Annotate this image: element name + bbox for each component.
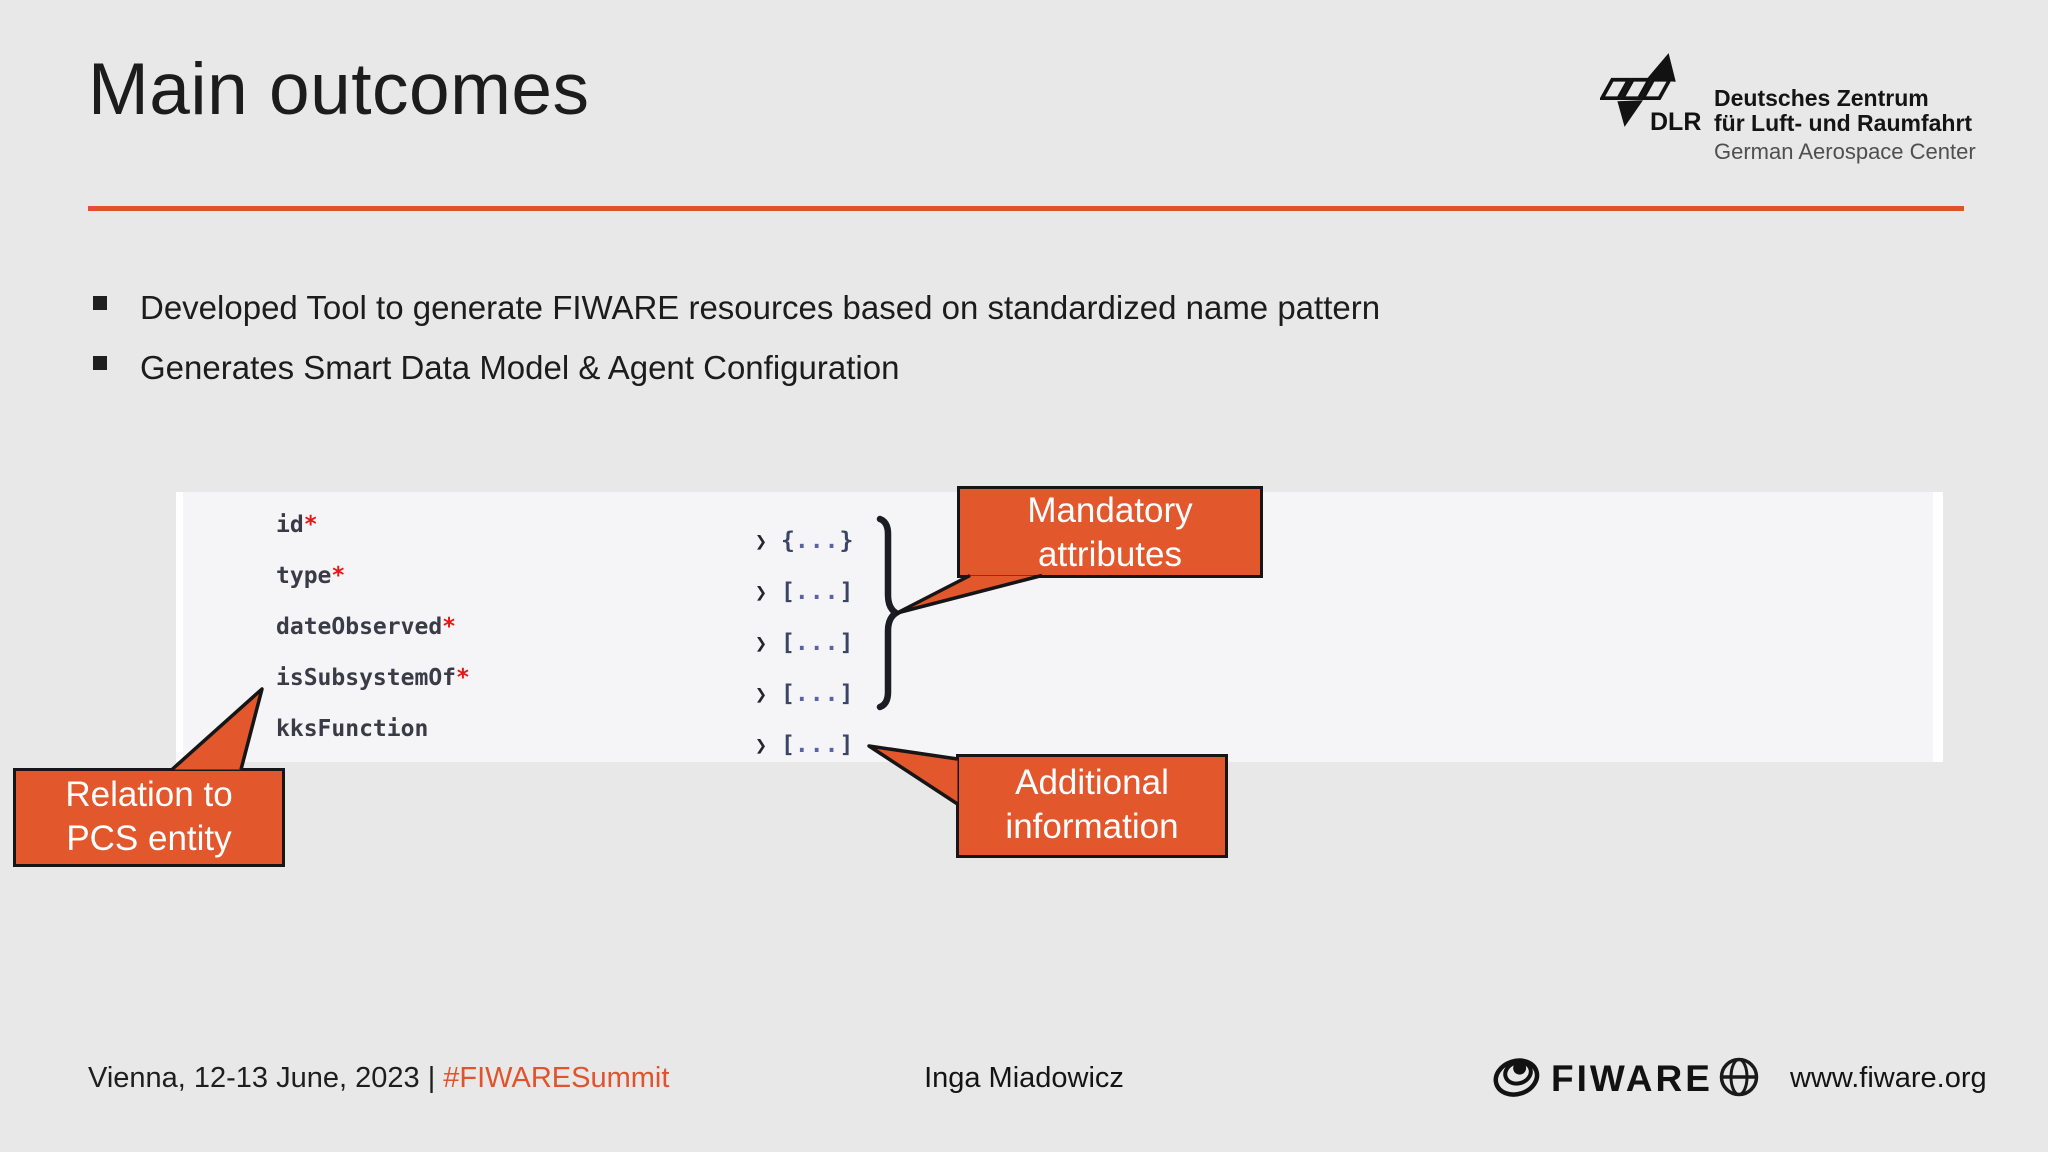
footer-website: www.fiware.org [1790, 1062, 1987, 1094]
callout-text-line: Mandatory [1027, 491, 1193, 530]
collapsed-value: [...] [781, 579, 854, 605]
schema-row: id* ❯ {...} [276, 513, 1176, 564]
collapsed-value: [...] [781, 630, 854, 656]
callout-text-line: Relation to [65, 775, 233, 814]
dlr-symbol-icon [1600, 53, 1676, 127]
expand-chevron-icon: ❯ [755, 529, 768, 553]
bullet-text: Generates Smart Data Model & Agent Confi… [140, 349, 900, 386]
footer-hashtag: #FIWARESummit [443, 1062, 670, 1094]
callout-text-line: attributes [1038, 535, 1182, 574]
expand-chevron-icon: ❯ [755, 580, 768, 604]
bullet-text: Developed Tool to generate FIWARE resour… [140, 289, 1381, 326]
callout-relation-pcs-entity: Relation to PCS entity [13, 768, 285, 867]
schema-row: type* ❯ [...] [276, 564, 1176, 615]
required-asterisk: * [331, 563, 346, 589]
collapsed-value: [...] [781, 732, 854, 758]
dlr-name-line2: für Luft- und Raumfahrt [1714, 110, 1973, 136]
slide-title: Main outcomes [88, 49, 590, 130]
dlr-name-english: German Aerospace Center [1714, 139, 1976, 164]
schema-row: kksFunction ❯ [...] [276, 717, 1176, 768]
bullet-item: Developed Tool to generate FIWARE resour… [88, 286, 1888, 334]
fiware-logo-icon [1493, 1058, 1540, 1097]
title-divider-rule [88, 206, 1964, 211]
attribute-name: dateObserved* [276, 614, 457, 640]
globe-icon [1719, 1057, 1759, 1097]
dlr-abbreviation: DLR [1650, 108, 1702, 136]
footer-author: Inga Miadowicz [924, 1062, 1124, 1094]
callout-mandatory-attributes: Mandatory attributes [957, 486, 1263, 578]
attribute-name: isSubsystemOf* [276, 665, 470, 691]
required-asterisk: * [456, 665, 470, 691]
footer-venue: Vienna, 12-13 June, 2023 | [88, 1062, 444, 1094]
callout-text-line: Additional [1015, 763, 1169, 802]
collapsed-value: [...] [781, 681, 854, 707]
bullet-item: Generates Smart Data Model & Agent Confi… [88, 346, 1888, 394]
required-asterisk: * [303, 512, 318, 538]
fiware-wordmark: FIWARE [1551, 1058, 1713, 1099]
dlr-logo: DLR Deutsches Zentrum für Luft- und Raum… [1598, 50, 1978, 170]
callout-text-line: PCS entity [66, 819, 232, 858]
attribute-name: kksFunction [276, 716, 429, 742]
attribute-name: type* [276, 563, 346, 589]
footer-event-info: Vienna, 12-13 June, 2023 | #FIWARESummit [88, 1062, 669, 1095]
expand-chevron-icon: ❯ [755, 733, 768, 757]
bullet-icon [93, 356, 107, 370]
expand-chevron-icon: ❯ [755, 682, 768, 706]
collapsed-value: {...} [781, 528, 854, 554]
callout-additional-information: Additional information [956, 754, 1228, 858]
schema-attribute-list: id* ❯ {...} type* ❯ [...] dateObserved* … [276, 513, 1176, 768]
schema-row: dateObserved* ❯ [...] [276, 615, 1176, 666]
attribute-name: id* [276, 512, 318, 538]
dlr-name-line1: Deutsches Zentrum [1714, 85, 1929, 111]
expand-chevron-icon: ❯ [755, 631, 768, 655]
schema-row: isSubsystemOf* ❯ [...] [276, 666, 1176, 717]
required-asterisk: * [442, 614, 457, 640]
callout-text-line: information [1005, 807, 1179, 846]
bullet-icon [93, 296, 107, 310]
